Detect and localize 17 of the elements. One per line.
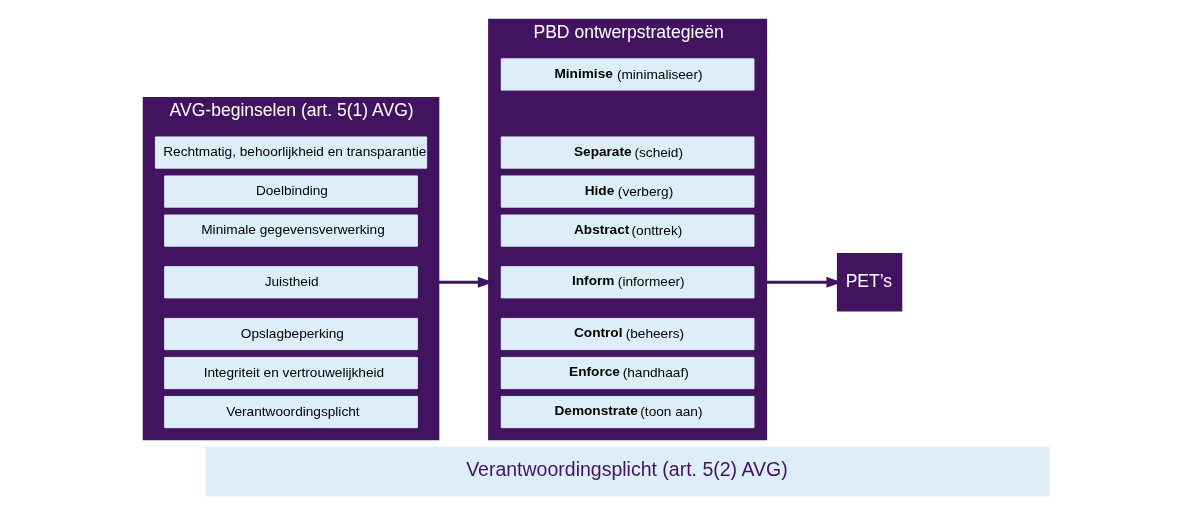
node-box: Abstract (onttrek): [500, 214, 754, 247]
node-box: Rechtmatig, behoorlijkheid en transparantie: [154, 136, 427, 169]
node-box: Enforce (handhaaf): [500, 356, 754, 390]
node-box: Hide (verberg): [500, 175, 754, 208]
node-box: Doelbinding: [163, 175, 418, 208]
node-box: Control (beheers): [500, 317, 754, 351]
node-box: Juistheid: [163, 266, 418, 299]
node-box: Minimise (minimaliseer): [500, 58, 754, 91]
node-box: Inform (informeer): [500, 266, 754, 299]
node-box: Opslagbeperking: [163, 317, 418, 351]
node-box: Separate (scheid): [500, 136, 754, 169]
node-box: Demonstrate (toon aan): [500, 395, 754, 429]
node-box: Minimale gegevensverwerking: [163, 214, 418, 247]
node-box: Integriteit en vertrouwelijkheid: [163, 356, 418, 390]
node-box: PET’s: [836, 253, 902, 312]
node-box: Verantwoordingsplicht (art. 5(2) AVG): [205, 446, 1050, 497]
node-box: Verantwoordingsplicht: [163, 395, 418, 429]
